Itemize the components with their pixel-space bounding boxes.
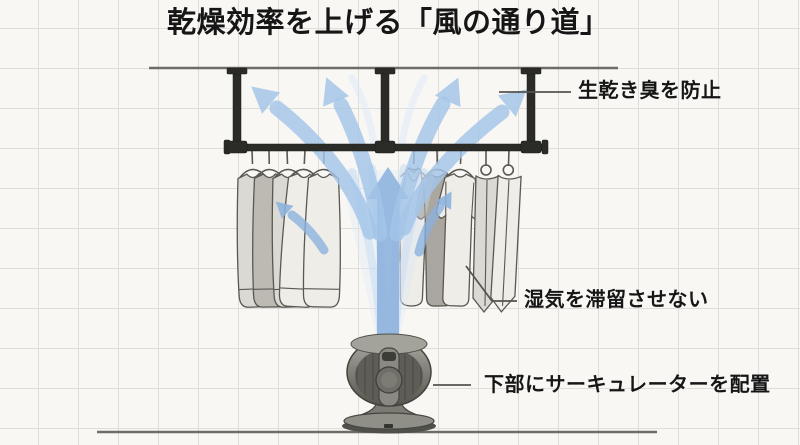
drying-rack <box>223 67 549 155</box>
annotation-circulator: 下部にサーキュレーターを配置 <box>484 374 771 396</box>
annotation-moisture: 湿気を滞留させない <box>524 289 709 311</box>
annotation-damp-smell: 生乾き臭を防止 <box>578 80 722 102</box>
airflow-arrow-small-right <box>414 202 445 257</box>
airflow-arrow-small-left <box>287 210 329 255</box>
airflow-arrow-left-outer <box>269 100 378 240</box>
fan-knob-center <box>381 372 397 388</box>
rack-post <box>226 67 248 154</box>
leader-line-moisture <box>465 265 517 302</box>
fan-base-top <box>343 412 435 430</box>
airflow-streamline <box>398 74 428 148</box>
circulator-fan <box>342 333 436 434</box>
rack-post <box>374 67 396 154</box>
fan-spine-slot <box>382 352 396 361</box>
airflow-arrow-right-outer <box>396 104 510 236</box>
garment-towel <box>489 144 523 314</box>
airflow-arrows <box>242 71 536 340</box>
page-title: 乾燥効率を上げる「風の通り道」 <box>167 7 610 39</box>
rack-post <box>520 67 542 154</box>
airflow-streamline <box>348 74 378 148</box>
rack-bar-endcap <box>541 139 549 155</box>
fan-base-notch <box>384 424 393 428</box>
airflow-arrow-left-inner <box>333 97 388 242</box>
